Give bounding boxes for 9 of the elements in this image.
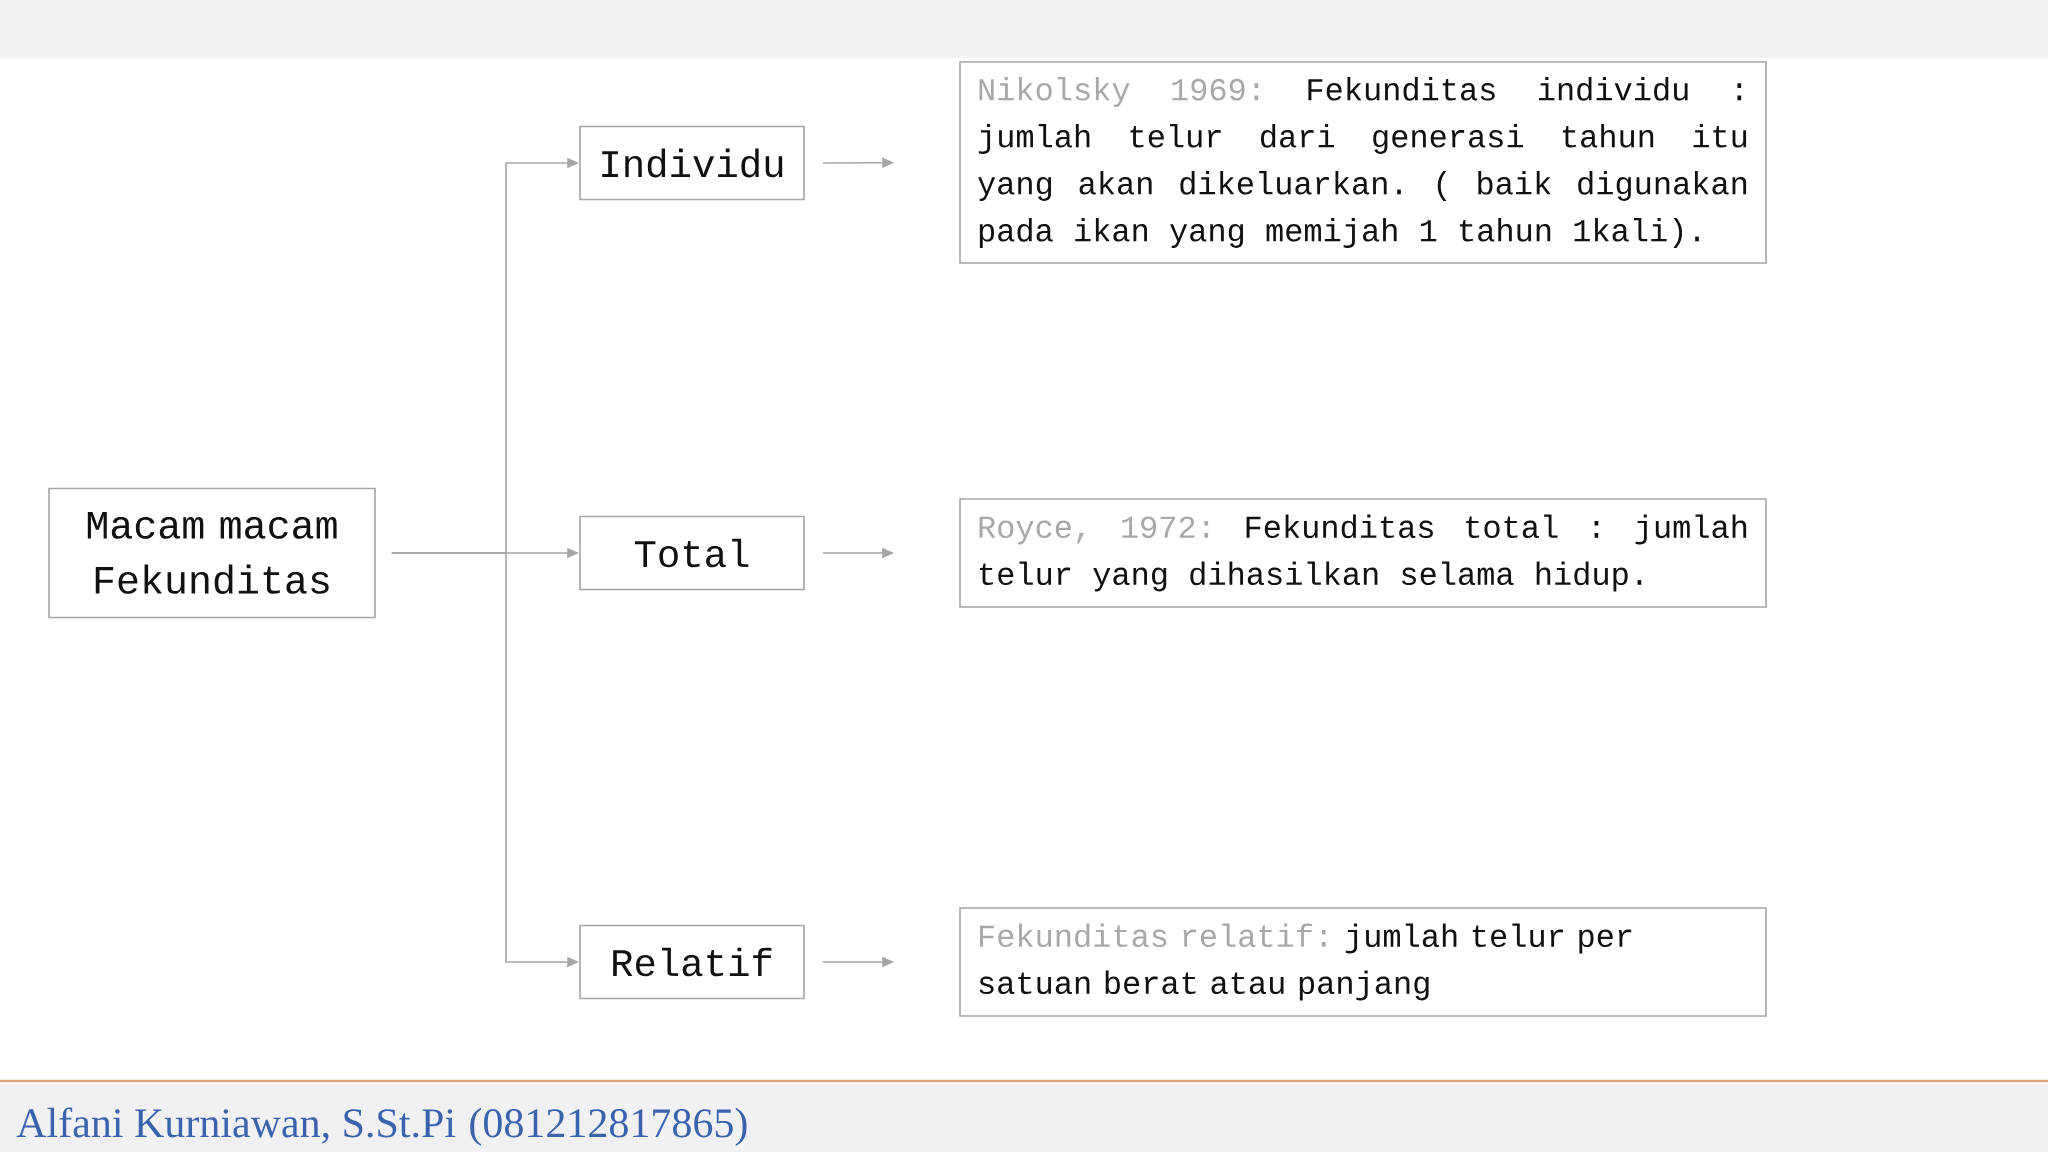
definition-box: Nikolsky 1969: Fekunditas individu : jumlah telur dari generasi tahun itu yang akan dikeluarkan. ( baik digunakan pada ikan yang memijah 1 tahun 1kali). (959, 61, 1767, 264)
category-box: Relatif (579, 924, 805, 1000)
category-box: Individu (579, 125, 805, 201)
root-box: Macam macam Fekunditas (48, 487, 376, 619)
category-box: Total (579, 515, 805, 591)
footer-text: (081212817865) (470, 1107, 747, 1146)
footer-text: Alfani Kurniawan, S.St.Pi (16, 1107, 456, 1144)
definition-box: Fekunditas relatif: jumlah telur per satuan berat atau panjang (959, 907, 1767, 1017)
definition-box: Royce, 1972: Fekunditas total : jumlah telur yang dihasilkan selama hidup. (959, 498, 1767, 608)
